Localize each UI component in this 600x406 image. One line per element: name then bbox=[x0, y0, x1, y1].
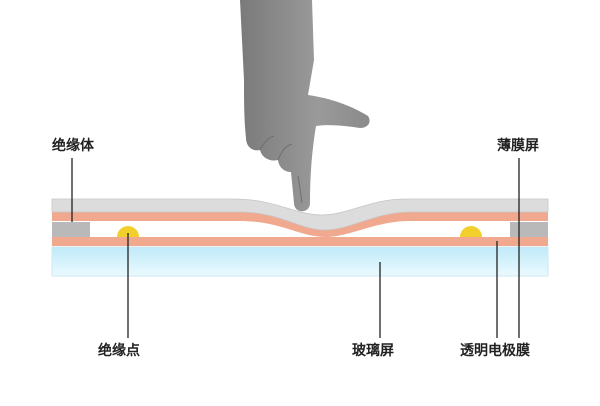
insulation-dot-right bbox=[460, 226, 482, 237]
insulator-left bbox=[52, 222, 90, 237]
glass-screen-layer bbox=[51, 246, 549, 277]
film-screen-label: 薄膜屏 bbox=[497, 138, 539, 154]
insulator-right bbox=[510, 222, 548, 237]
transparent-electrode-film-label: 透明电极膜 bbox=[460, 343, 530, 359]
top-electrode-layer bbox=[52, 212, 548, 237]
bottom-electrode-layer bbox=[52, 237, 548, 246]
insulator-label: 绝缘体 bbox=[52, 138, 94, 154]
film-screen-layer bbox=[51, 198, 549, 231]
insulation-dot-label: 绝缘点 bbox=[98, 343, 140, 359]
glass-screen-label: 玻璃屏 bbox=[352, 343, 394, 359]
pointing-finger-icon bbox=[240, 0, 370, 212]
insulation-dot-left bbox=[117, 226, 139, 237]
